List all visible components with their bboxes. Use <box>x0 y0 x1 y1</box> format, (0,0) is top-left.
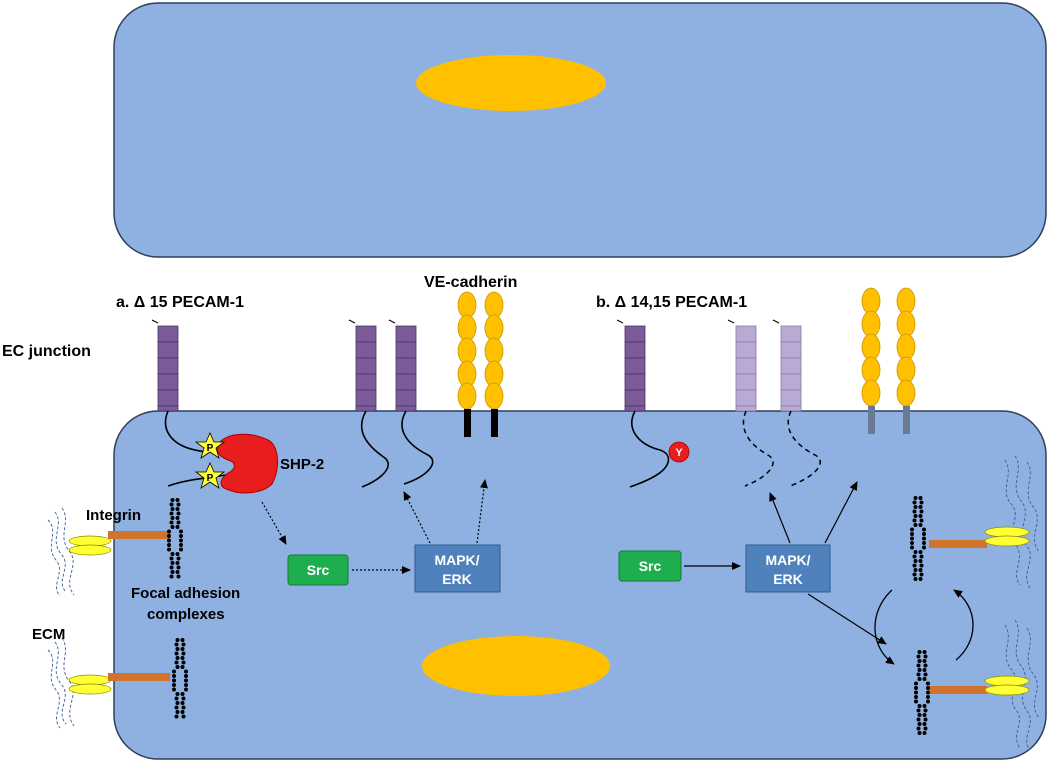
mapk-b-line1: MAPK/ <box>765 552 810 568</box>
pecam1-light-b3 <box>772 319 821 487</box>
panel-a-title: a. Δ 15 PECAM-1 <box>116 294 244 311</box>
integrin-right-1 <box>929 526 1030 548</box>
src-box-b: Src <box>618 550 682 582</box>
src-b-label: Src <box>639 558 662 574</box>
pecam1-molecule-a3 <box>388 319 434 485</box>
phospho-label-1: P <box>207 443 214 454</box>
integrin-right-2 <box>929 675 1030 696</box>
phospho-label-2: P <box>207 473 214 484</box>
mapk-a-line2: ERK <box>442 571 472 587</box>
phospho-star-2 <box>194 462 226 489</box>
pecam1-molecule-a1 <box>151 319 233 487</box>
integrin-left-1 <box>68 531 170 556</box>
focal-adhesion-label-2: complexes <box>147 606 225 623</box>
focal-adhesion-left-2 <box>172 638 188 719</box>
ve-cadherin-a1 <box>457 291 477 437</box>
tyrosine-label: Y <box>675 447 683 459</box>
phospho-star-1 <box>194 432 226 459</box>
lower-endothelial-cell <box>113 410 1047 760</box>
ve-cadherin-a2 <box>484 291 504 437</box>
pecam1-molecule-b1 <box>616 319 670 488</box>
ve-cadherin-b2 <box>896 287 916 434</box>
integrin-label: Integrin <box>86 507 141 524</box>
mapk-box-a: MAPK/ ERK <box>414 544 501 593</box>
ecm-fibers-left <box>47 507 75 729</box>
focal-adhesion-right-1 <box>910 496 926 581</box>
ecm-label: ECM <box>32 626 65 643</box>
panel-b-title: b. Δ 14,15 PECAM-1 <box>596 294 747 311</box>
mapk-box-b: MAPK/ ERK <box>745 544 831 593</box>
upper-endothelial-cell <box>113 2 1047 258</box>
shp2-protein <box>216 433 278 494</box>
signaling-arrows-b <box>684 481 887 645</box>
mapk-b-line2: ERK <box>773 571 803 587</box>
mapk-a-line1: MAPK/ <box>434 552 479 568</box>
focal-adhesion-right-2 <box>914 650 930 735</box>
ec-junction-label: EC junction <box>2 343 91 360</box>
shp2-label: SHP-2 <box>280 456 324 473</box>
focal-adhesion-clusters <box>167 496 930 735</box>
integrin-activation-cycle <box>874 589 974 665</box>
pecam1-molecule-a2 <box>348 319 389 488</box>
lower-cell-nucleus <box>422 636 610 696</box>
src-a-label: Src <box>307 562 330 578</box>
integrin-left-2 <box>68 673 170 695</box>
ve-cadherin-label: VE-cadherin <box>424 274 517 291</box>
signaling-arrows-a <box>261 479 488 574</box>
phospho-tyrosine-marker <box>668 441 690 463</box>
src-box-a: Src <box>287 554 349 586</box>
upper-cell-nucleus <box>416 55 606 111</box>
pecam1-light-b2 <box>727 319 774 487</box>
ve-cadherin-b1 <box>861 287 881 434</box>
focal-adhesion-left-1 <box>167 498 183 579</box>
focal-adhesion-label-1: Focal adhesion <box>131 585 240 602</box>
